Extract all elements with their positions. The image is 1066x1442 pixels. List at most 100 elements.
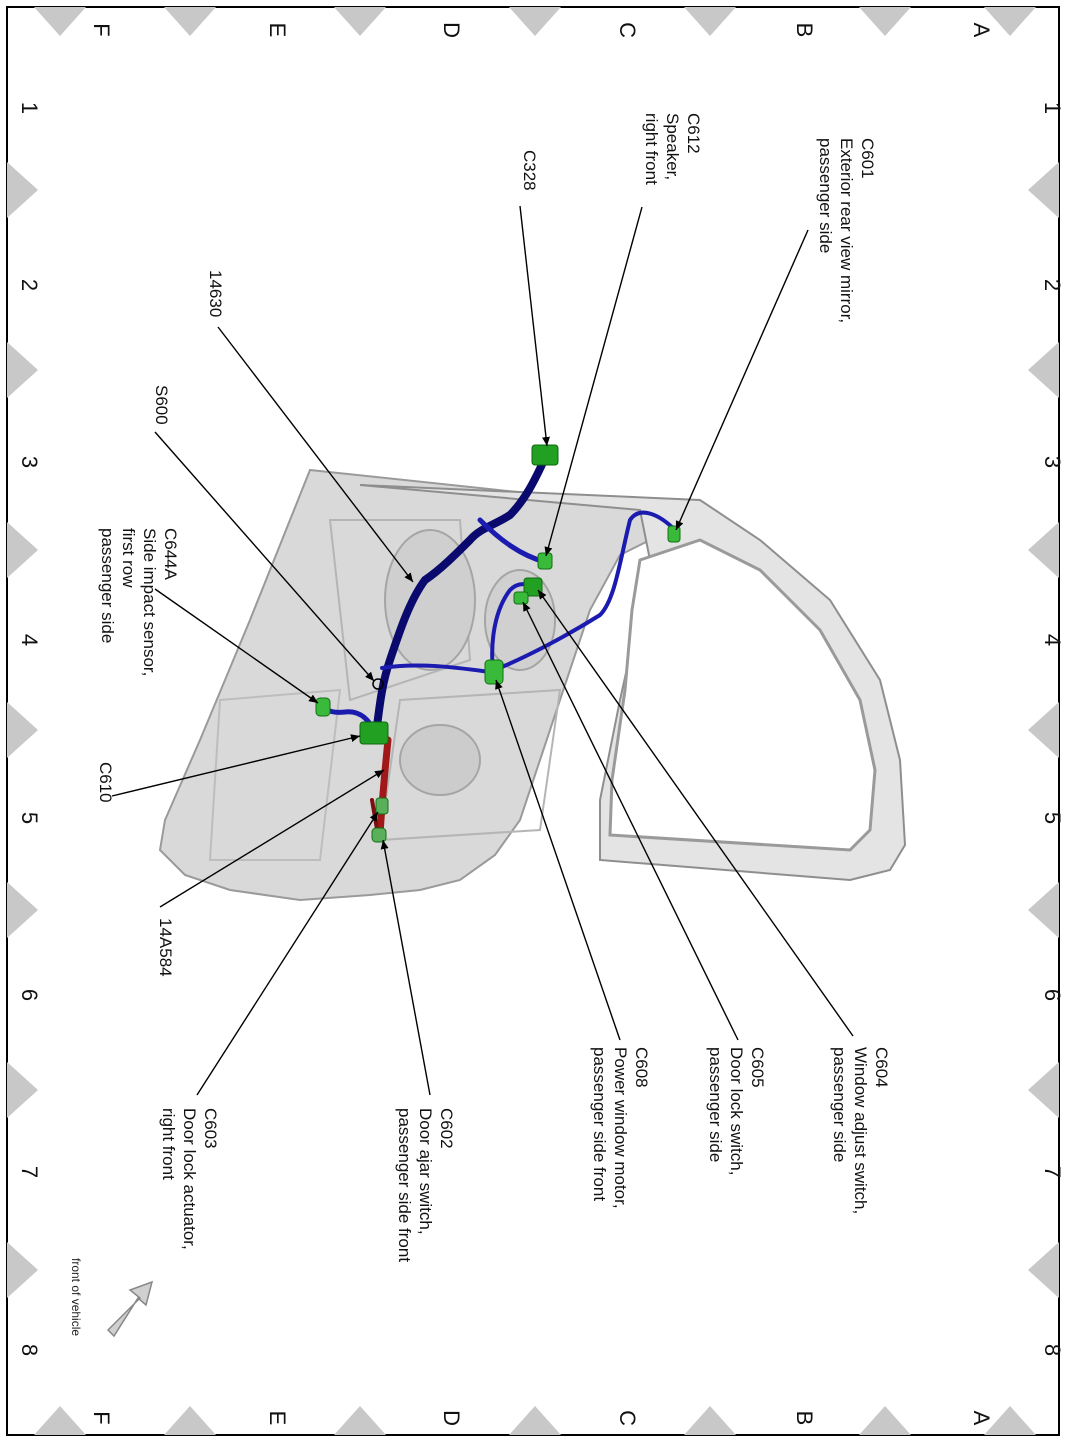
callout-code: C644A — [161, 528, 180, 581]
callout-code: C601 — [858, 138, 877, 179]
front-arrow-icon — [106, 1280, 154, 1338]
frame-triangle-bottom — [859, 1406, 911, 1435]
leader-c604 — [537, 589, 854, 1037]
connector-c604 — [523, 577, 543, 597]
leader-c612 — [544, 206, 643, 557]
callout-description: passenger side — [816, 138, 835, 253]
grid-row-label-top: B — [792, 23, 817, 38]
door-inner-panel — [158, 468, 652, 902]
leader-c601 — [675, 229, 809, 531]
frame-triangle-bottom — [984, 1406, 1036, 1435]
grid-col-label-right: 1 — [1040, 102, 1065, 114]
frame-triangle-right — [1028, 1062, 1059, 1118]
grid-row-label-bottom: F — [89, 1411, 114, 1424]
frame-triangle-bottom — [164, 1406, 216, 1435]
grid-col-label-left: 7 — [17, 1166, 42, 1178]
frame-triangle-bottom — [509, 1406, 561, 1435]
leader-c605 — [522, 601, 739, 1041]
connector-c644a — [315, 697, 331, 717]
grid-col-label-left: 1 — [17, 102, 42, 114]
grid-col-label-left: 2 — [17, 279, 42, 291]
grid-col-label-right: 7 — [1040, 1166, 1065, 1178]
frame-triangle-top — [859, 7, 911, 36]
callout-description: right front — [159, 1108, 178, 1180]
callout-description: Window adjust switch, — [851, 1047, 870, 1214]
callout-description: right front — [642, 113, 661, 185]
connector-c603 — [375, 797, 389, 815]
callout-code: 14630 — [206, 270, 225, 317]
callout-description: Power window motor, — [611, 1047, 630, 1209]
grid-row-label-top: C — [615, 22, 640, 38]
harness-red-lock — [376, 736, 392, 839]
callout-c602: C602Door ajar switch,passenger side fron… — [395, 1108, 456, 1262]
callout-description: first row — [119, 528, 138, 588]
grid-col-label-right: 6 — [1040, 989, 1065, 1001]
panel-detail-1 — [328, 519, 472, 702]
connectors — [315, 444, 681, 843]
callout-code: 14A584 — [156, 918, 175, 977]
front-of-vehicle-indicator: front of vehicle — [69, 1258, 154, 1338]
connector-c612 — [537, 552, 553, 570]
callout-c605: C605Door lock switch,passenger side — [706, 1047, 767, 1175]
callout-description: passenger side — [830, 1047, 849, 1162]
frame-triangle-top — [164, 7, 216, 36]
leader-14a584 — [159, 769, 385, 908]
callout-c604: C604Window adjust switch,passenger side — [830, 1047, 891, 1214]
connector-c608 — [484, 659, 504, 685]
grid-row-label-bottom: B — [792, 1411, 817, 1426]
frame-triangle-top — [984, 7, 1036, 36]
callout-code: C605 — [748, 1047, 767, 1088]
frame-triangles — [7, 7, 1059, 1435]
connector-c328 — [531, 444, 559, 466]
grid-row-label-top: E — [265, 23, 290, 38]
grid-row-label-top: F — [89, 23, 114, 36]
callout-h14630: 14630 — [206, 270, 225, 317]
panel-detail-3 — [208, 688, 342, 861]
leader-14630 — [217, 326, 414, 583]
frame-triangle-left — [7, 702, 38, 758]
frame-triangle-left — [7, 342, 38, 398]
callout-description: Door lock actuator, — [180, 1108, 199, 1250]
frame-triangle-top — [509, 7, 561, 36]
grid-row-label-top: A — [969, 23, 994, 38]
callout-description: passenger side front — [395, 1108, 414, 1262]
frame-triangle-top — [334, 7, 386, 36]
grid-col-label-right: 8 — [1040, 1344, 1065, 1356]
callout-c328: C328 — [520, 150, 539, 191]
frame-triangle-bottom — [684, 1406, 736, 1435]
frame-triangle-left — [7, 882, 38, 938]
callout-description: passenger side — [98, 528, 117, 643]
callout-c644a: C644ASide impact sensor,first rowpasseng… — [98, 528, 180, 676]
leader-c644a — [154, 588, 319, 704]
callout-code: C610 — [96, 762, 115, 803]
callout-code: C328 — [520, 150, 539, 191]
grid-row-label-bottom: C — [615, 1410, 640, 1426]
harness-mirror-branch — [380, 510, 677, 674]
connector-c605 — [513, 591, 529, 605]
window-opening — [608, 538, 877, 852]
frame-triangle-left — [7, 162, 38, 218]
panel-detail-2 — [378, 688, 562, 842]
callout-description: Door lock switch, — [727, 1047, 746, 1175]
leader-c608 — [495, 679, 621, 1041]
callout-c608: C608Power window motor,passenger side fr… — [590, 1047, 651, 1209]
frame-triangle-left — [7, 1062, 38, 1118]
connector-c610 — [359, 721, 389, 745]
grid-col-label-right: 4 — [1040, 634, 1065, 646]
leader-c602 — [380, 839, 431, 1096]
callout-c612: C612Speaker,right front — [642, 113, 703, 185]
callout-code: C602 — [437, 1108, 456, 1149]
grid-col-label-left: 3 — [17, 456, 42, 468]
frame-triangle-right — [1028, 342, 1059, 398]
callout-c610: C610 — [96, 762, 115, 803]
grid-row-label-bottom: E — [265, 1411, 290, 1426]
grid-col-label-right: 2 — [1040, 279, 1065, 291]
leader-c328 — [519, 205, 550, 447]
grid-col-label-right: 3 — [1040, 456, 1065, 468]
panel-cutout-3 — [399, 724, 481, 796]
grid-col-label-left: 4 — [17, 634, 42, 646]
grid-col-label-left: 6 — [17, 989, 42, 1001]
callout-code: S600 — [152, 385, 171, 425]
callout-c603: C603Door lock actuator,right front — [159, 1108, 220, 1250]
